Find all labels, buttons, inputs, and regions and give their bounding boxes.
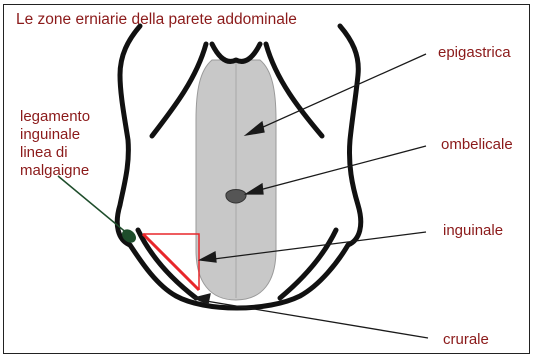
label-inguinale: inguinale (443, 222, 503, 240)
diagram-title: Le zone erniarie della parete addominale (16, 11, 297, 29)
label-legamento-line-2: inguinale (20, 126, 80, 144)
label-ombelicale: ombelicale (441, 136, 513, 154)
pointer-epigastrica (252, 54, 426, 132)
inguinal-triangle (143, 234, 199, 290)
label-epigastrica: epigastrica (438, 44, 511, 62)
label-legamento-line-4: malgaigne (20, 162, 89, 180)
label-crurale: crurale (443, 331, 489, 349)
pointer-crurale (200, 300, 428, 338)
label-legamento-line-3: linea di (20, 144, 68, 162)
label-legamento-line-1: legamento (20, 108, 90, 126)
pointer-ombelicale (252, 146, 426, 192)
umbilicus (226, 190, 246, 204)
